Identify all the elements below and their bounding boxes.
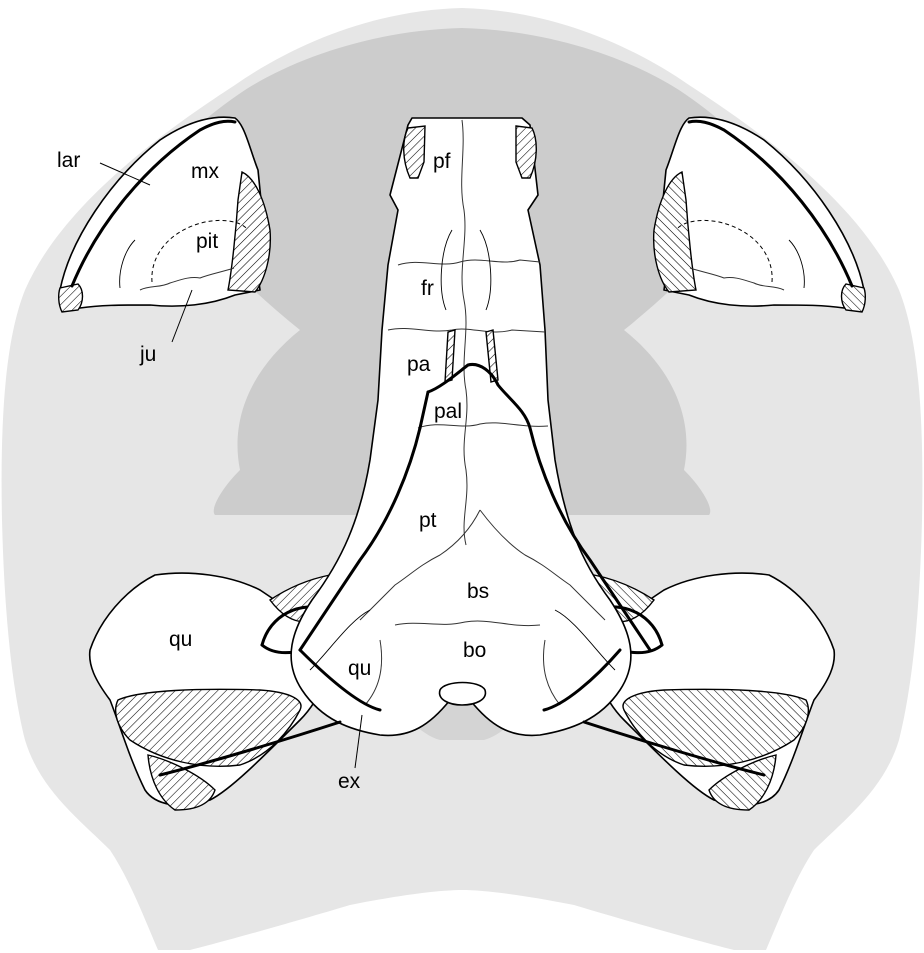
label-qu-left: qu xyxy=(169,628,192,651)
label-qu-center: qu xyxy=(348,657,371,680)
label-pal: pal xyxy=(434,400,462,423)
label-ex: ex xyxy=(338,770,361,793)
label-mx: mx xyxy=(191,160,219,183)
label-ju: ju xyxy=(139,343,156,366)
label-lar: lar xyxy=(57,149,80,172)
label-pit: pit xyxy=(196,230,218,253)
label-bo: bo xyxy=(463,639,486,662)
label-pf: pf xyxy=(433,150,451,173)
label-pt: pt xyxy=(419,509,437,532)
label-fr: fr xyxy=(421,277,434,300)
label-pa: pa xyxy=(407,353,431,376)
label-bs: bs xyxy=(467,580,489,603)
